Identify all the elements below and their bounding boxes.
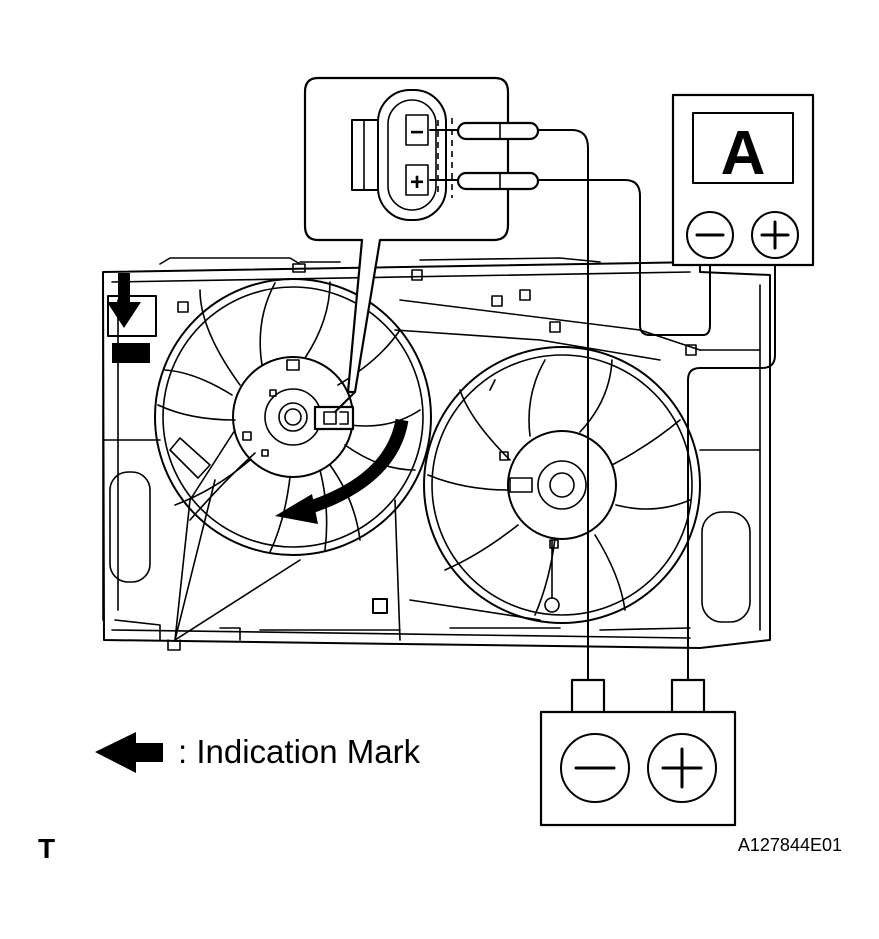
section-mark: T [38,833,55,864]
legend-text: : Indication Mark [178,733,421,770]
fan-shroud [102,257,771,651]
figure-id: A127844E01 [738,835,842,855]
connector-inset: − + [303,76,540,413]
left-fan [154,278,432,556]
indication-mark-arrow-icon [95,732,163,773]
inset-pos-terminal-label: + [410,169,424,196]
battery-pos-terminal-icon [661,747,703,789]
ammeter: A [671,93,815,267]
legend: : Indication Mark [95,732,421,773]
rotation-direction-arrow [305,418,409,515]
wiring [537,129,776,691]
ammeter-pos-terminal-icon [760,220,790,250]
right-fan [423,346,701,624]
rotation-arrowhead [275,494,318,524]
battery [539,678,737,827]
indication-mark-pointer [107,273,157,363]
ammeter-letter: A [721,119,766,188]
indication-mark [112,343,150,363]
inset-neg-terminal-label: − [410,119,424,146]
